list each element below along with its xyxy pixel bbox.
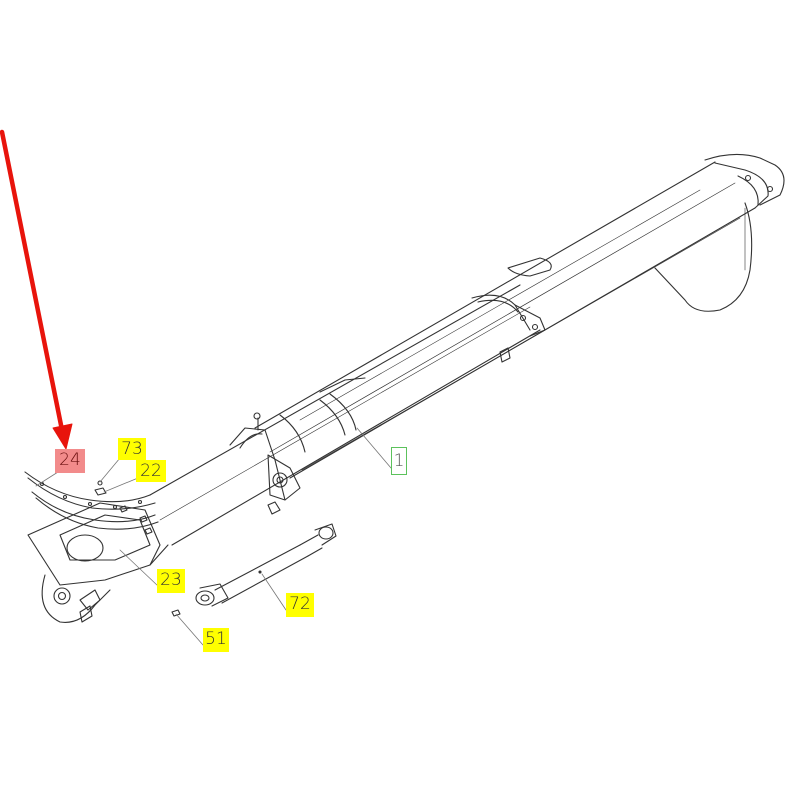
pin bbox=[171, 609, 181, 617]
flange-segment-24 bbox=[24, 471, 159, 530]
part-label-72[interactable]: 72 bbox=[286, 593, 314, 617]
lower-clamp bbox=[229, 377, 366, 515]
part-label-51[interactable]: 51 bbox=[203, 628, 229, 652]
annotation-arrow bbox=[0, 129, 73, 450]
pto-drive-shaft bbox=[195, 523, 337, 607]
part-label-23[interactable]: 23 bbox=[157, 569, 185, 593]
bolt-nut bbox=[94, 480, 153, 535]
inlet-housing bbox=[27, 502, 169, 623]
part-label-1[interactable]: 1 bbox=[391, 447, 407, 475]
leader-lines bbox=[35, 427, 392, 646]
top-end-cap bbox=[654, 153, 785, 312]
part-label-24[interactable]: 24 bbox=[55, 449, 85, 473]
part-label-73[interactable]: 73 bbox=[118, 438, 146, 460]
middle-clamp bbox=[471, 257, 552, 363]
main-tube bbox=[149, 161, 756, 546]
part-label-22[interactable]: 22 bbox=[136, 460, 166, 482]
